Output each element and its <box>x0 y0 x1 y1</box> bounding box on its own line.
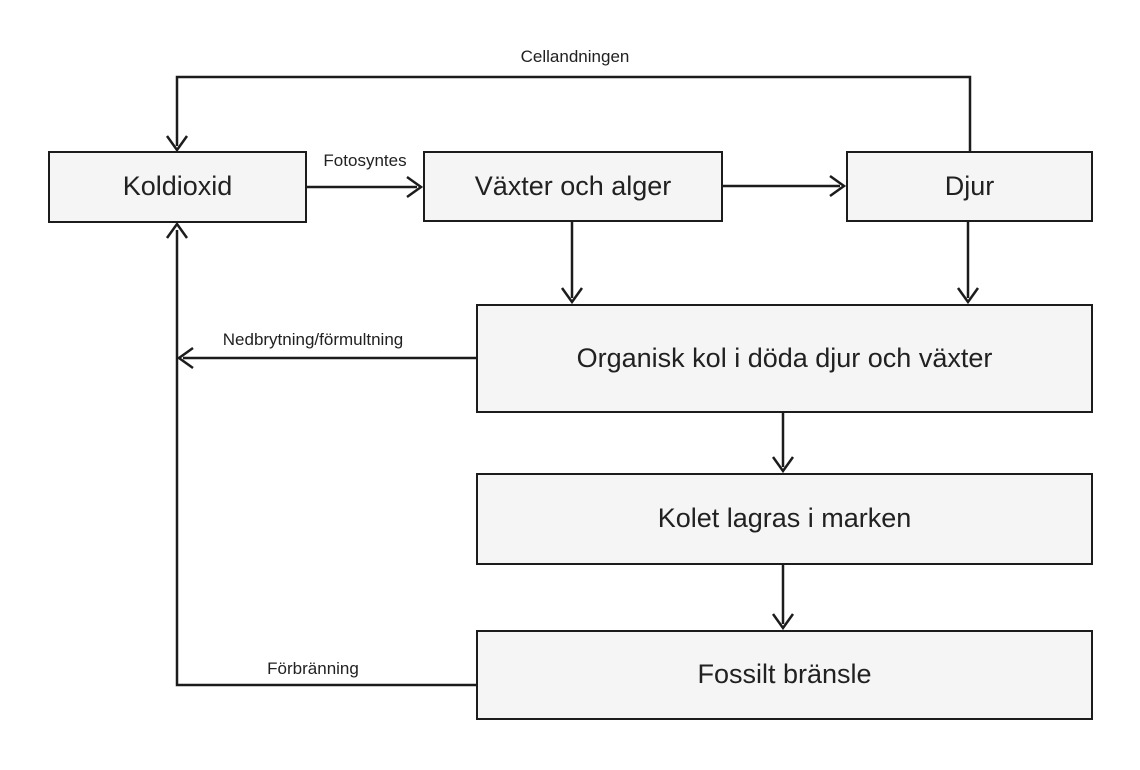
edge-label-cellandningen: Cellandningen <box>520 47 630 66</box>
edge-vaxter-djur-arrowhead <box>829 174 847 198</box>
node-fossilt-bransle: Fossilt bränsle <box>476 630 1093 720</box>
node-vaxter-och-alger-label: Växter och alger <box>474 170 672 201</box>
node-djur: Djur <box>846 151 1093 222</box>
edge-djur-organisk-arrowhead <box>956 287 980 305</box>
edge-kolet-fossilt-arrowhead <box>771 613 795 631</box>
node-organisk-kol-label: Organisk kol i döda djur och växter <box>576 342 993 373</box>
edge-cellandningen-arrowhead <box>165 135 189 153</box>
edge-vaxter-organisk-arrowhead <box>560 287 584 305</box>
edge-label-fotosyntes: Fotosyntes <box>323 151 407 170</box>
node-koldioxid: Koldioxid <box>48 151 307 223</box>
edge-label-forbranning: Förbränning <box>267 659 359 678</box>
node-fossilt-bransle-label: Fossilt bränsle <box>697 659 872 690</box>
edge-nedbrytning-arrowhead <box>176 346 194 370</box>
edge-cellandningen-line <box>175 75 972 152</box>
node-vaxter-och-alger: Växter och alger <box>423 151 723 222</box>
edge-fotosyntes-arrowhead <box>406 175 424 199</box>
edge-label-nedbrytning: Nedbrytning/förmultning <box>222 330 404 349</box>
edge-organisk-kolet-arrowhead <box>771 456 795 474</box>
node-kolet-lagras-label: Kolet lagras i marken <box>657 503 912 534</box>
node-djur-label: Djur <box>944 170 995 201</box>
edge-forbranning-line <box>175 230 476 687</box>
node-koldioxid-label: Koldioxid <box>122 171 233 202</box>
node-organisk-kol: Organisk kol i döda djur och växter <box>476 304 1093 413</box>
node-kolet-lagras: Kolet lagras i marken <box>476 473 1093 565</box>
edge-forbranning-arrowhead <box>165 221 189 239</box>
